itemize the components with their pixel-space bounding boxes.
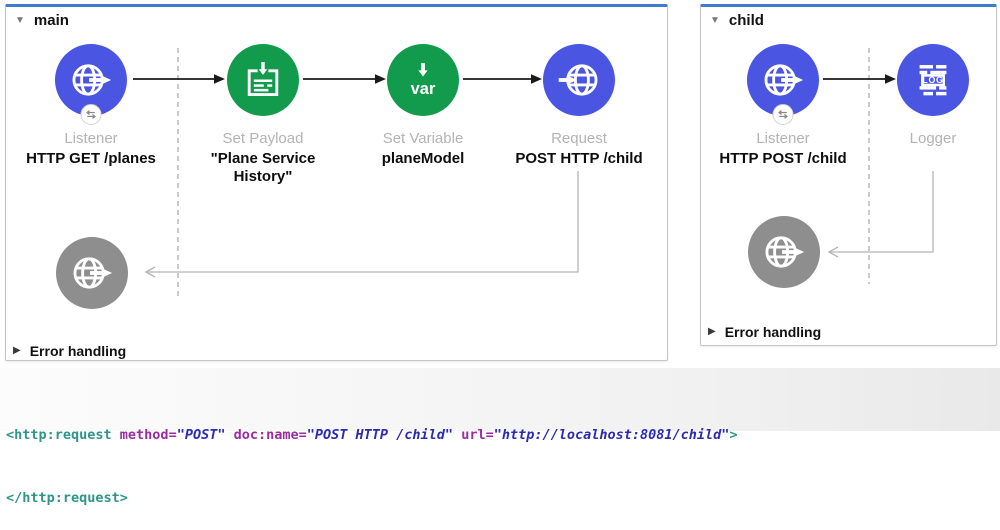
collapse-triangle-icon[interactable]: ▼ <box>15 14 25 26</box>
node-type-label: Set Payload <box>222 130 304 147</box>
node-caption: HTTP POST /child <box>719 150 847 167</box>
xml-open-tag: <http:request <box>6 427 120 443</box>
svg-text:var: var <box>411 80 436 98</box>
swap-arrows-icon <box>778 110 788 119</box>
expand-triangle-icon[interactable]: ▶ <box>13 345 21 356</box>
xml-value-url: "http://localhost:8081/child" <box>493 427 730 443</box>
http-listener-globe-icon <box>764 64 804 96</box>
code-area-background <box>0 368 1000 431</box>
xml-closing-tag: </http:request> <box>6 490 128 506</box>
node-caption: "Plane Service History" <box>210 150 316 185</box>
node-http-listener: Listener HTTP GET /planes <box>16 44 166 168</box>
node-http-request: Request POST HTTP /child <box>504 44 654 168</box>
xml-tag-close-bracket: > <box>729 427 738 443</box>
error-handling-label-main: Error handling <box>29 343 127 359</box>
node-http-listener-circle[interactable] <box>747 44 819 125</box>
http-listener-globe-icon <box>72 64 112 96</box>
xml-attr-method: method= <box>119 427 177 443</box>
node-set-payload-circle[interactable] <box>227 44 299 116</box>
node-http-listener-circle[interactable] <box>55 44 127 125</box>
error-handling-row-child[interactable]: ▶ Error handling <box>708 324 821 340</box>
node-http-request-circle[interactable] <box>543 44 615 116</box>
error-path-http-node[interactable] <box>748 216 820 288</box>
node-type-label: Logger <box>909 130 957 147</box>
logger-icon: LOG <box>919 65 947 96</box>
flow-title-main: main <box>33 12 69 29</box>
node-set-variable-circle[interactable]: var <box>387 44 459 116</box>
xml-attr-url: url= <box>461 427 494 443</box>
set-payload-icon <box>247 61 279 97</box>
node-type-label: Listener <box>756 130 810 147</box>
error-handling-row-main[interactable]: ▶ Error handling <box>13 343 126 359</box>
node-logger-circle[interactable]: LOG <box>897 44 969 116</box>
flow-header-main[interactable]: ▼ main <box>15 12 69 29</box>
http-request-globe-icon <box>558 64 598 96</box>
flow-header-child[interactable]: ▼ child <box>710 12 764 29</box>
xml-editor-snippet[interactable]: <http:request method="POST" doc:name="PO… <box>6 383 738 530</box>
svg-text:LOG: LOG <box>922 75 943 85</box>
collapse-triangle-icon[interactable]: ▼ <box>710 14 720 26</box>
node-type-label: Request <box>551 130 607 147</box>
xml-value-docname: "POST HTTP /child" <box>306 427 462 443</box>
error-path-http-node[interactable] <box>56 237 128 309</box>
expand-triangle-icon[interactable]: ▶ <box>708 326 716 337</box>
node-set-variable: var Set Variable planeModel <box>348 44 498 168</box>
node-http-listener-child: Listener HTTP POST /child <box>708 44 858 168</box>
node-set-payload: Set Payload "Plane Service History" <box>188 44 338 186</box>
xml-attr-docname: doc:name= <box>233 427 307 443</box>
listener-sync-badge <box>772 104 794 125</box>
node-caption: planeModel <box>381 150 465 167</box>
node-caption: POST HTTP /child <box>515 150 643 167</box>
node-type-label: Set Variable <box>382 130 464 147</box>
set-variable-var-icon: var <box>411 63 436 98</box>
xml-code-line-1[interactable]: <http:request method="POST" doc:name="PO… <box>6 425 738 446</box>
http-globe-icon <box>73 257 113 289</box>
error-handling-label-child: Error handling <box>724 324 822 340</box>
http-globe-icon <box>765 236 805 268</box>
xml-code-line-2[interactable]: </http:request> <box>6 488 738 509</box>
node-caption: HTTP GET /planes <box>26 150 156 167</box>
flow-title-child: child <box>728 12 764 29</box>
swap-arrows-icon <box>86 110 96 119</box>
node-type-label: Listener <box>64 130 118 147</box>
listener-sync-badge <box>80 104 102 125</box>
xml-value-method: "POST" <box>176 427 234 443</box>
node-logger: LOG Logger <box>858 44 1000 147</box>
